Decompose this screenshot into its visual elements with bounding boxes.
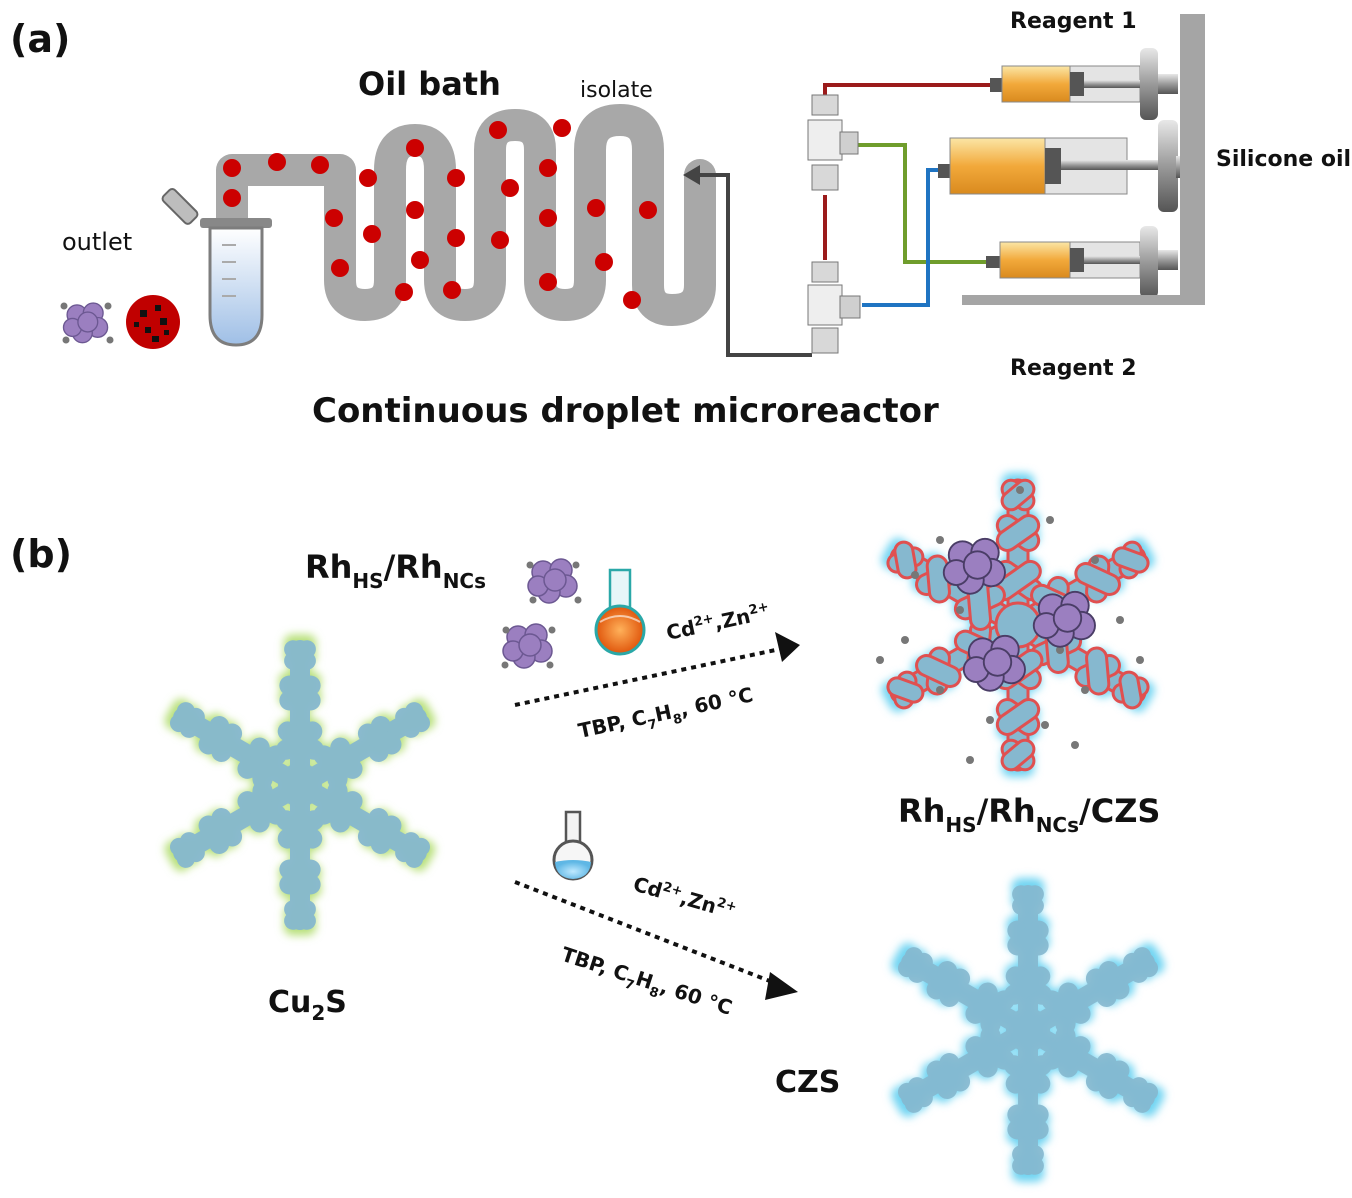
connector-bottom bbox=[807, 261, 861, 354]
blue-line bbox=[862, 168, 945, 307]
serpentine-tube bbox=[216, 104, 716, 326]
panel-b-label: (b) bbox=[10, 532, 72, 576]
green-line bbox=[852, 143, 995, 264]
microreactor-caption: Continuous droplet microreactor bbox=[312, 391, 939, 431]
pump-frame bbox=[962, 14, 1205, 305]
conditions-bottom-label: TBP, C7H8, 60 °C bbox=[557, 942, 735, 1025]
cu2s-label: Cu2S bbox=[268, 985, 347, 1025]
reagent-2-label: Reagent 2 bbox=[1010, 356, 1137, 381]
syringe-reagent-2 bbox=[986, 226, 1178, 298]
ions-bottom-label: Cd2+,Zn2+ bbox=[631, 872, 739, 924]
bottom-reaction-arrow bbox=[514, 880, 781, 987]
connector-top bbox=[807, 94, 859, 191]
cu2s-snowflake bbox=[152, 631, 448, 940]
return-line bbox=[695, 173, 812, 357]
silicone-oil-label: Silicone oil bbox=[1216, 147, 1351, 172]
bottom-arrowhead bbox=[765, 972, 798, 1000]
panel-a-label: (a) bbox=[10, 17, 70, 61]
isolate-label: isolate bbox=[580, 78, 653, 103]
tube-cap bbox=[161, 187, 199, 225]
czs-snowflake bbox=[878, 874, 1177, 1186]
outlet-dots bbox=[60, 302, 114, 344]
syringe-reagent-1 bbox=[990, 48, 1178, 120]
composite-snowflake bbox=[868, 469, 1167, 781]
outlet-cluster bbox=[62, 302, 109, 344]
outlet-droplet bbox=[126, 295, 180, 349]
return-arrowhead bbox=[683, 165, 700, 185]
orange-flask-icon bbox=[594, 568, 646, 656]
rh-cluster-1 bbox=[527, 558, 578, 604]
czs-label: CZS bbox=[775, 1065, 840, 1100]
top-arrowhead bbox=[775, 632, 800, 662]
rh-cluster-2 bbox=[502, 623, 553, 669]
reagent-1-line bbox=[823, 83, 1000, 115]
conditions-top-label: TBP, C7H8, 60 °C bbox=[576, 682, 756, 747]
ions-top-label: Cd2+,Zn2+ bbox=[664, 600, 772, 645]
composite-dots bbox=[876, 486, 1144, 764]
blue-flask-icon bbox=[552, 810, 594, 881]
oil-bath-label: Oil bath bbox=[358, 65, 501, 103]
droplets bbox=[223, 119, 657, 309]
rh-cluster-dots bbox=[501, 561, 582, 669]
composite-label: RhHS/RhNCs/CZS bbox=[898, 792, 1160, 837]
reagent-1-label: Reagent 1 bbox=[1010, 9, 1137, 34]
collection-tube bbox=[200, 218, 272, 347]
rh-precursor-label: RhHS/RhNCs bbox=[305, 548, 486, 593]
outlet-label: outlet bbox=[62, 228, 132, 256]
syringe-middle bbox=[938, 120, 1196, 212]
